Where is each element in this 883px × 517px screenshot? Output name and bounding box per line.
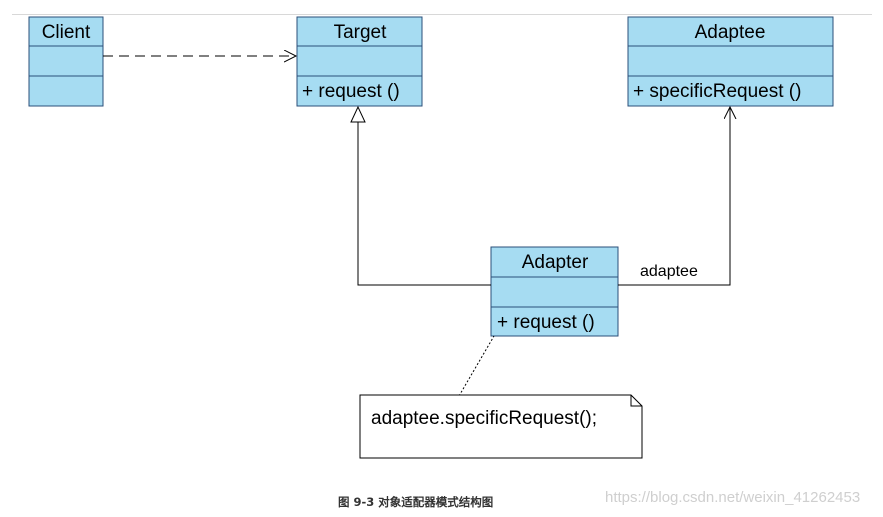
target-request-operation: + request () (302, 81, 400, 102)
watermark: https://blog.csdn.net/weixin_41262453 (605, 489, 861, 506)
adaptee-class-name: Adaptee (695, 22, 766, 43)
target-class-name: Target (334, 22, 388, 43)
adapter-class[interactable]: Adapter + request () (490, 246, 619, 337)
note-text: adaptee.specificRequest(); (371, 408, 597, 429)
adapter-class-name: Adapter (522, 252, 589, 273)
target-class[interactable]: Target + request () (296, 16, 423, 107)
note: adaptee.specificRequest(); (359, 394, 643, 459)
adaptee-specific-request-operation: + specificRequest () (633, 81, 801, 102)
figure-caption: 图 9-3 对象适配器模式结构图 (338, 495, 494, 509)
client-class-name: Client (42, 22, 91, 43)
adapter-target-generalization (350, 105, 491, 286)
client-class[interactable]: Client (28, 16, 104, 107)
adapter-adaptee-association: adaptee (618, 107, 730, 286)
note-folded-corner (630, 395, 642, 407)
note-anchor-line (458, 335, 495, 397)
adapter-request-operation: + request () (497, 312, 595, 333)
generalization-arrowhead (350, 105, 366, 123)
association-role-label: adaptee (640, 263, 698, 280)
top-divider (12, 14, 872, 15)
adaptee-class[interactable]: Adaptee + specificRequest () (627, 16, 834, 107)
